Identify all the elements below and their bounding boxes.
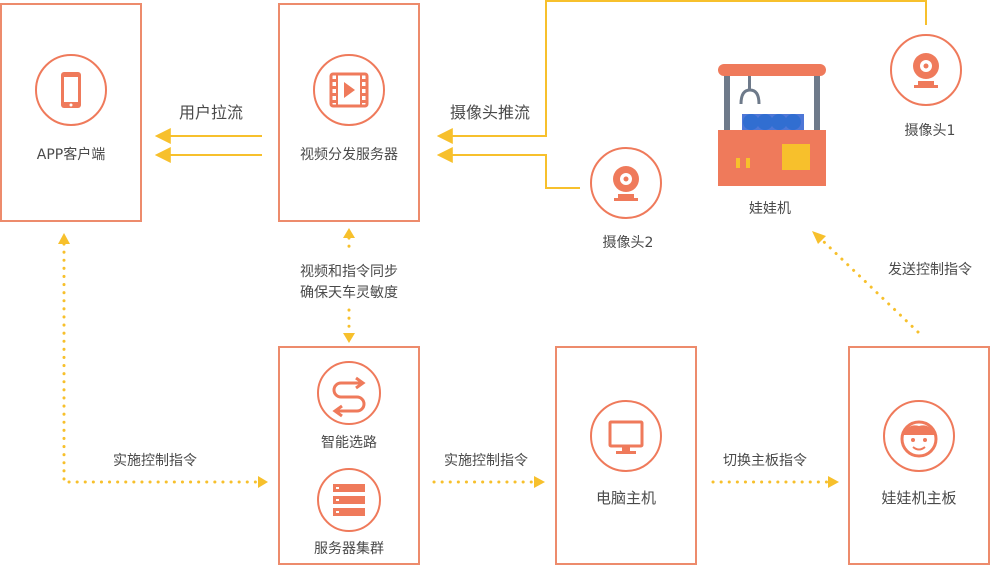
camera-icon [890, 34, 962, 106]
camera-icon [590, 147, 662, 219]
phone-icon [35, 54, 107, 126]
server-stack-icon [317, 468, 381, 532]
app-client-node: APP客户端 [0, 3, 142, 222]
camera1-push-line [436, 0, 927, 144]
camera-push-stream-label: 摄像头推流 [450, 103, 530, 122]
claw-mainboard-node: 娃娃机主板 [848, 346, 990, 565]
camera2-node: 摄像头2 [590, 147, 662, 251]
camera1-node: 摄像头1 [890, 34, 962, 139]
app-client-label: APP客户端 [37, 146, 105, 163]
pc-host-label: 电脑主机 [596, 489, 656, 507]
camera2-label: 摄像头2 [603, 235, 654, 251]
camera1-label: 摄像头1 [905, 123, 956, 139]
camera2-push-line [436, 147, 580, 189]
claw-mainboard-label: 娃娃机主板 [881, 489, 956, 507]
user-pull-stream-label: 用户拉流 [179, 103, 243, 122]
app-to-cluster-connector [62, 242, 260, 484]
claw-machine-icon [718, 64, 826, 186]
switch-board-cmd-label: 切换主板指令 [723, 452, 807, 469]
monitor-icon [590, 400, 662, 472]
claw-machine-label: 娃娃机 [749, 201, 791, 217]
execute-cmd-left-label: 实施控制指令 [113, 453, 197, 469]
video-server-node: 视频分发服务器 [278, 3, 420, 222]
pc-host-node: 电脑主机 [555, 346, 697, 565]
claw-machine-node: 娃娃机 [718, 64, 826, 217]
sync-label-line2: 确保天车灵敏度 [300, 284, 398, 301]
video-server-label: 视频分发服务器 [300, 147, 398, 163]
route-icon [317, 361, 381, 425]
face-icon [883, 400, 955, 472]
mainboard-to-claw-connector [821, 239, 920, 334]
user-pull-stream-arrows [154, 128, 262, 163]
send-control-cmd-label: 发送控制指令 [888, 262, 972, 278]
server-cluster-label: 服务器集群 [314, 540, 384, 557]
sync-label-line1: 视频和指令同步 [300, 264, 398, 280]
smart-routing-label: 智能选路 [321, 435, 377, 451]
server-cluster-node: 智能选路 服务器集群 [278, 346, 420, 565]
film-icon [313, 54, 385, 126]
execute-cmd-mid-label: 实施控制指令 [444, 453, 528, 469]
